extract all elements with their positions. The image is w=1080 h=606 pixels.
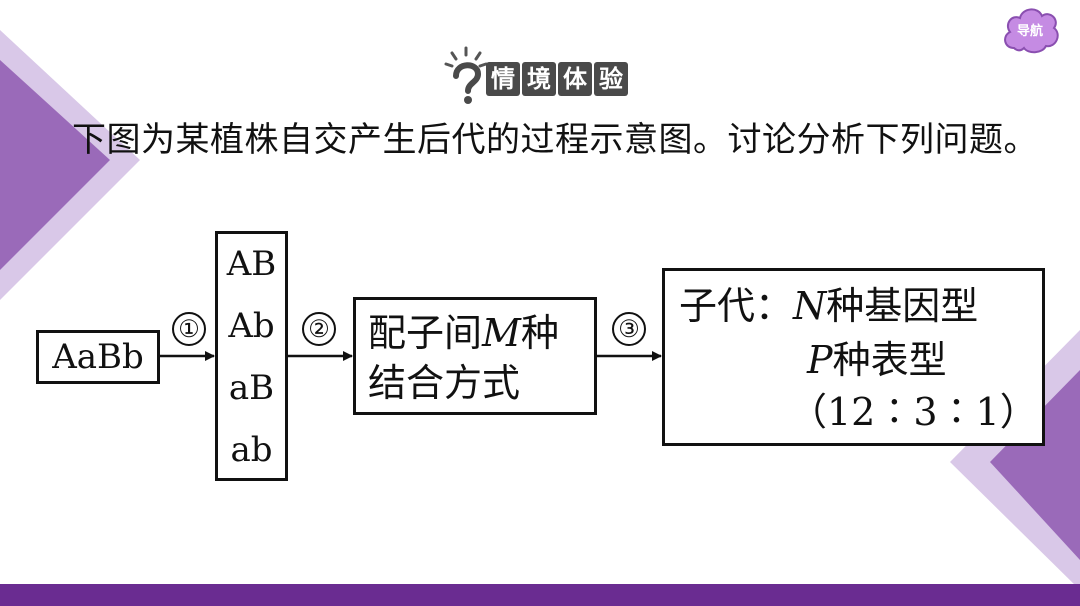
- gamete: Ab: [228, 306, 275, 346]
- parent-genotype-box: AaBb: [36, 330, 160, 384]
- gamete: ab: [230, 430, 273, 470]
- variable-p: P: [807, 338, 833, 382]
- offspring-box: 子代：N种基因型 P种表型 （12∶3∶1）: [662, 268, 1045, 446]
- step-3-marker: ③: [612, 312, 646, 346]
- nav-label: 导航: [1016, 24, 1043, 39]
- gamete: aB: [228, 368, 275, 408]
- banner-char: 体: [558, 62, 592, 96]
- cloud-icon: [1004, 8, 1059, 54]
- bottom-bar: [0, 584, 1080, 606]
- left-corner-decoration: [0, 60, 110, 270]
- gamete: AB: [226, 244, 277, 284]
- offspring-phenotype-line: P种表型: [807, 338, 947, 382]
- variable-n: N: [793, 284, 827, 328]
- combination-line-1: 配子间M种: [368, 311, 559, 355]
- parent-genotype: AaBb: [52, 337, 144, 377]
- section-banner: 情 境 体 验: [444, 46, 644, 106]
- banner-char: 验: [594, 62, 628, 96]
- banner-title: 情 境 体 验: [486, 62, 628, 96]
- combination-line-2: 结合方式: [368, 361, 521, 405]
- question-text: 下图为某植株自交产生后代的过程示意图。讨论分析下列问题。: [72, 120, 1038, 160]
- nav-button[interactable]: 导航: [1000, 4, 1060, 56]
- step-1-marker: ①: [172, 312, 206, 346]
- combination-box: 配子间M种 结合方式: [353, 297, 597, 415]
- banner-char: 境: [522, 62, 556, 96]
- offspring-ratio: （12∶3∶1）: [789, 390, 1038, 434]
- variable-m: M: [482, 311, 521, 355]
- step-2-marker: ②: [302, 312, 336, 346]
- banner-char: 情: [486, 62, 520, 96]
- gametes-box: AB Ab aB ab: [215, 231, 288, 481]
- right-corner-decoration: [990, 370, 1080, 560]
- question-bulb-icon: [444, 46, 488, 104]
- offspring-genotype-line: 子代：N种基因型: [679, 284, 979, 328]
